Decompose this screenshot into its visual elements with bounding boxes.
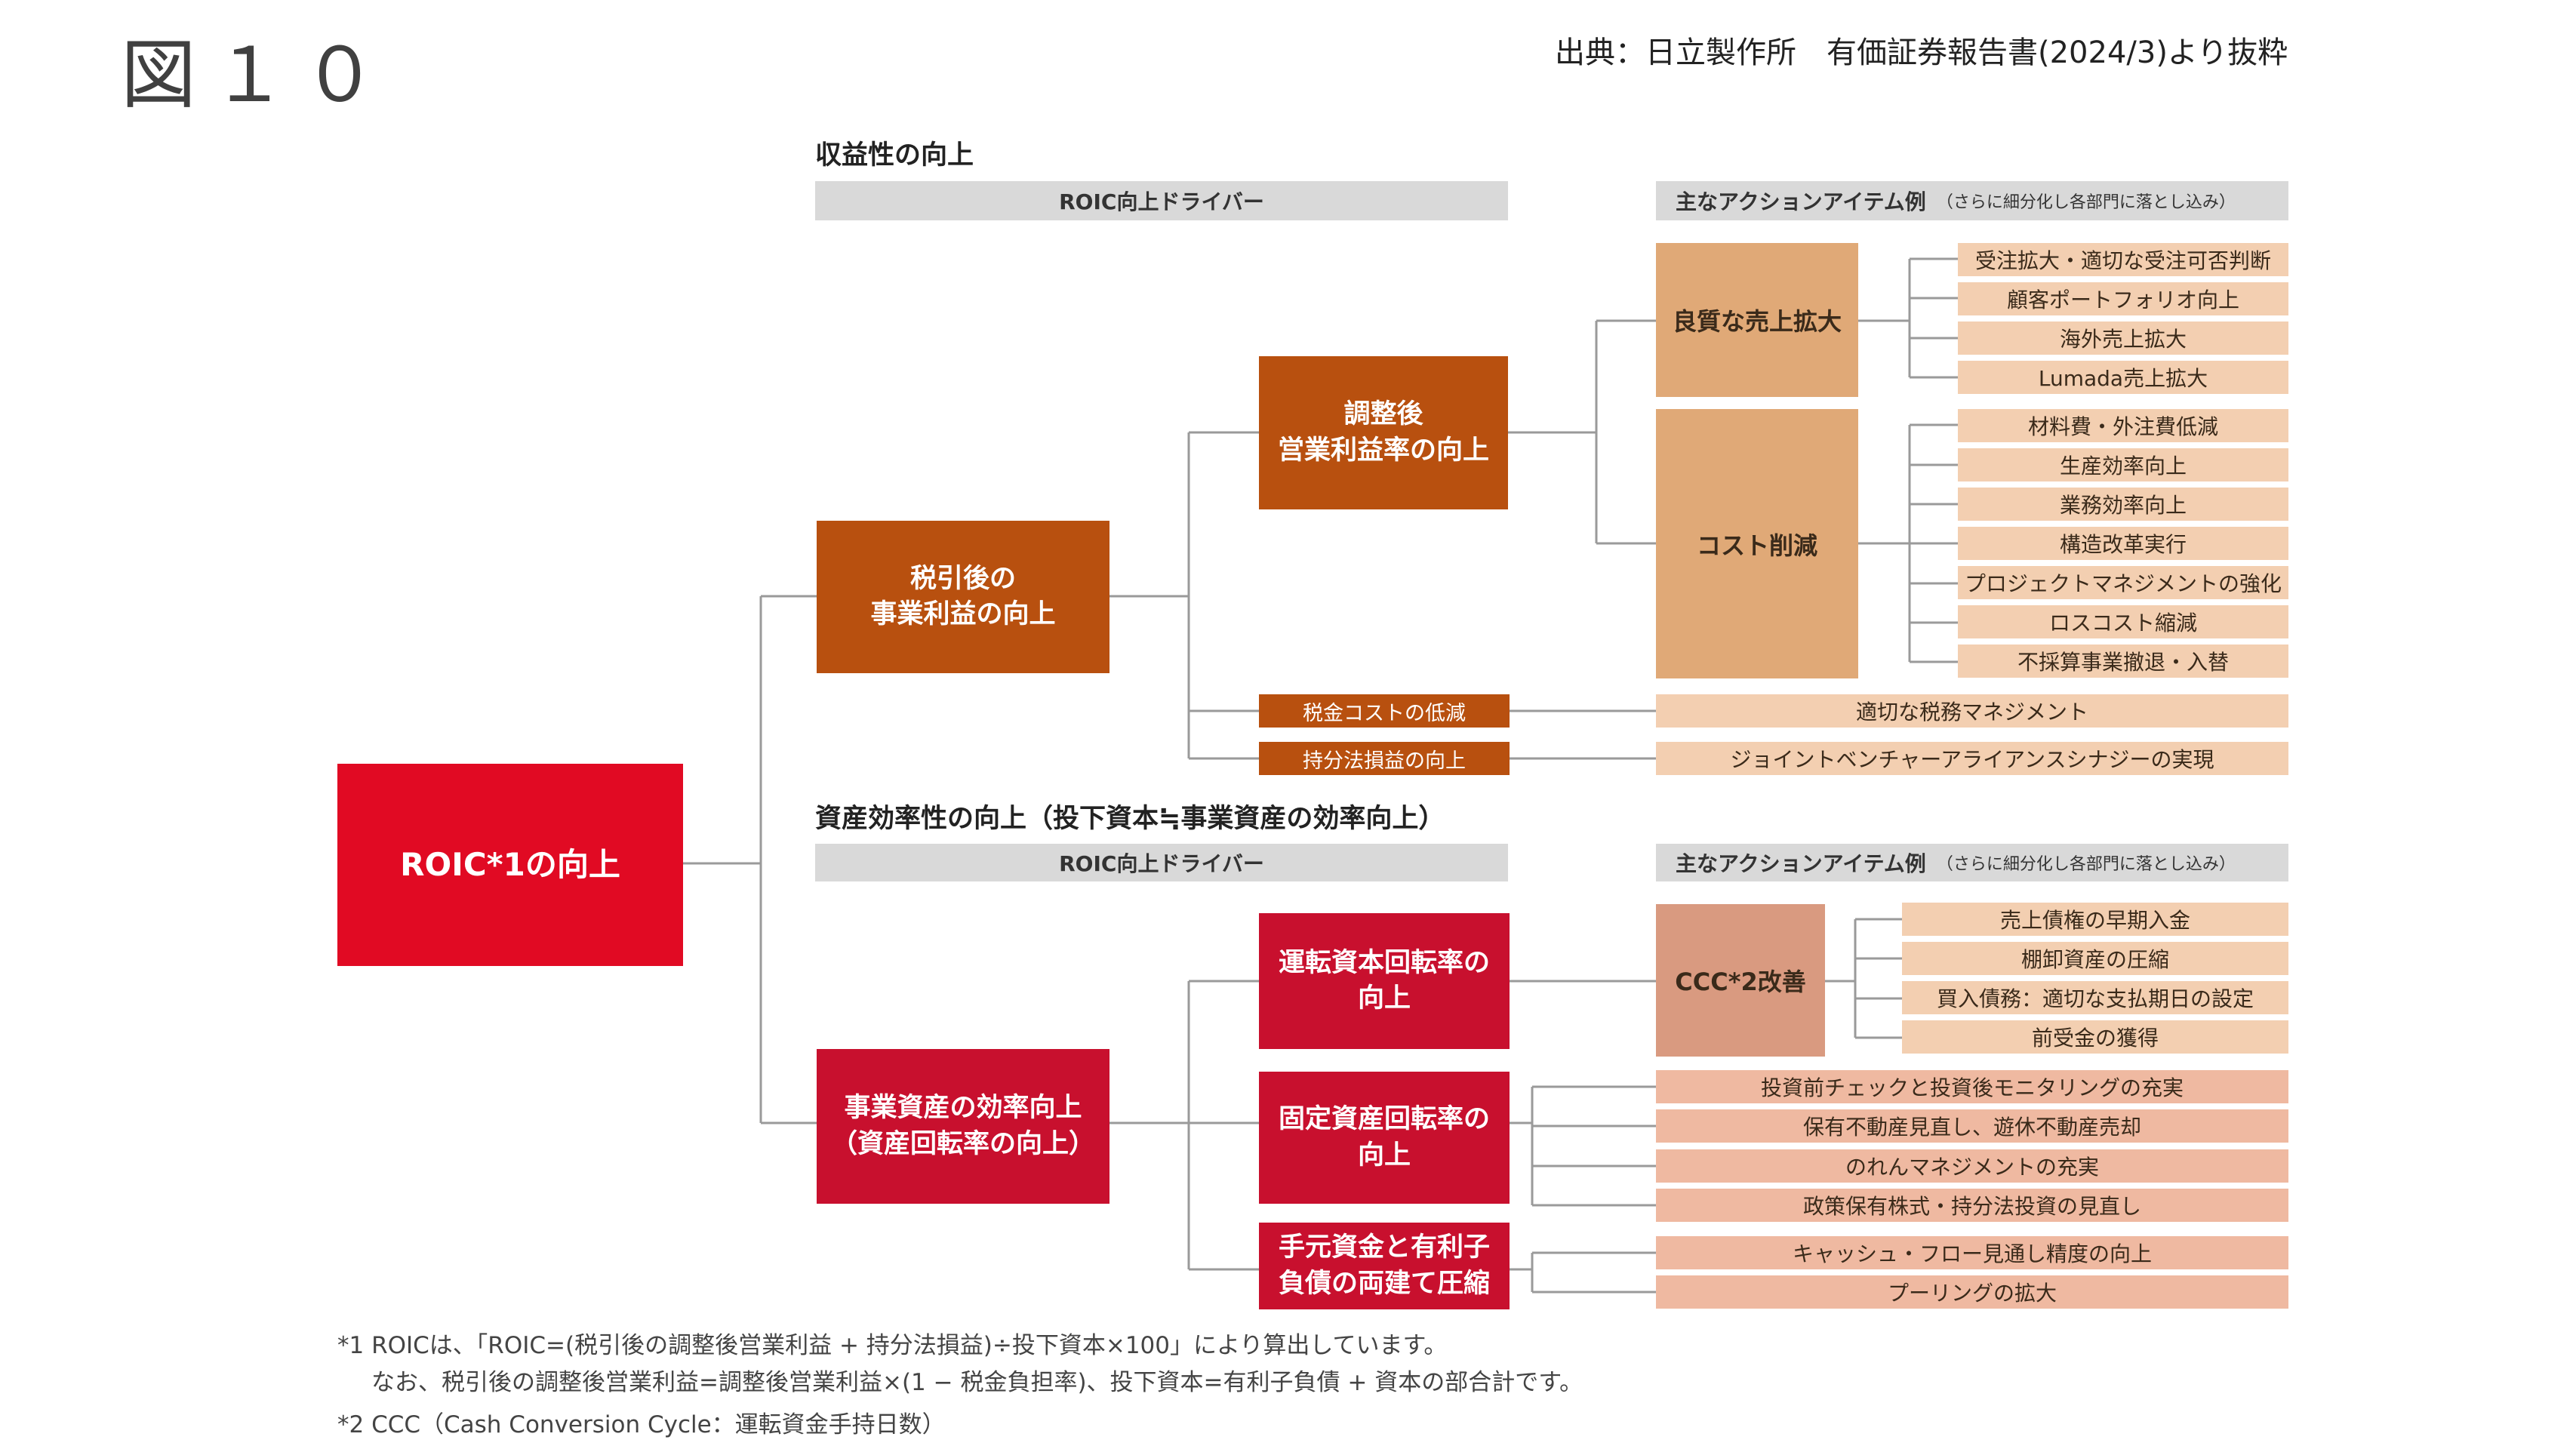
- ccc-improvement-node: CCC*2改善: [1656, 904, 1825, 1057]
- root-roic-improvement: ROIC*1の向上: [337, 764, 683, 966]
- fixed-asset-item: 政策保有株式・持分法投資の見直し: [1656, 1189, 2288, 1222]
- fixed-asset-item: のれんマネジメントの充実: [1656, 1149, 2288, 1183]
- action-items-header-label: 主なアクションアイテム例: [1676, 189, 1926, 214]
- cost-reduction-item: ロスコスト縮減: [1958, 605, 2288, 638]
- after-tax-profit-node: 税引後の 事業利益の向上: [817, 521, 1109, 673]
- action-items-header-bottom: 主なアクションアイテム例 （さらに細分化し各部門に落とし込み）: [1656, 844, 2288, 881]
- operating-margin-node: 調整後 営業利益率の向上: [1259, 356, 1508, 509]
- ccc-item: 買入債務：適切な支払期日の設定: [1902, 981, 2288, 1014]
- cost-reduction-item: 業務効率向上: [1958, 488, 2288, 521]
- footnote-1-continued: なお、税引後の調整後営業利益=調整後営業利益×(1 − 税金負担率)、投下資本=…: [371, 1369, 1583, 1396]
- cash-debt-compression-node: 手元資金と有利子 負債の両建て圧縮: [1259, 1223, 1510, 1309]
- asset-efficiency-node: 事業資産の効率向上 （資産回転率の向上）: [817, 1049, 1109, 1204]
- roic-driver-header-bottom: ROIC向上ドライバー: [815, 844, 1508, 881]
- jv-synergy-action: ジョイントベンチャーアライアンスシナジーの実現: [1656, 742, 2288, 775]
- footnote-1: *1 ROICは、「ROIC=(税引後の調整後営業利益 + 持分法損益)÷投下資…: [337, 1332, 1448, 1359]
- action-items-header-label: 主なアクションアイテム例: [1676, 851, 1926, 876]
- equity-method-node: 持分法損益の向上: [1259, 742, 1510, 775]
- cash-item: キャッシュ・フロー見通し精度の向上: [1656, 1236, 2288, 1269]
- figure-label: 図１０: [121, 31, 392, 119]
- action-items-header-note: （さらに細分化し各部門に落とし込み）: [1936, 193, 2236, 212]
- working-capital-turnover-node: 運転資本回転率の 向上: [1259, 913, 1510, 1049]
- action-items-header-note: （さらに細分化し各部門に落とし込み）: [1936, 855, 2236, 874]
- cost-reduction-node: コスト削減: [1656, 409, 1858, 678]
- quality-sales-item: 顧客ポートフォリオ向上: [1958, 282, 2288, 315]
- cost-reduction-item: 材料費・外注費低減: [1958, 409, 2288, 442]
- ccc-item: 前受金の獲得: [1902, 1020, 2288, 1054]
- profitability-section-title: 収益性の向上: [815, 140, 974, 171]
- ccc-item: 棚卸資産の圧縮: [1902, 942, 2288, 975]
- quality-sales-item: Lumada売上拡大: [1958, 361, 2288, 394]
- cost-reduction-item: 構造改革実行: [1958, 527, 2288, 560]
- quality-sales-item: 受注拡大・適切な受注可否判断: [1958, 243, 2288, 276]
- cash-item: プーリングの拡大: [1656, 1275, 2288, 1309]
- fixed-asset-item: 保有不動産見直し、遊休不動産売却: [1656, 1109, 2288, 1143]
- footnote-2: *2 CCC（Cash Conversion Cycle：運転資金手持日数）: [337, 1411, 946, 1438]
- action-items-header-top: 主なアクションアイテム例 （さらに細分化し各部門に落とし込み）: [1656, 181, 2288, 220]
- quality-sales-node: 良質な売上拡大: [1656, 243, 1858, 397]
- tax-management-action: 適切な税務マネジメント: [1656, 694, 2288, 728]
- fixed-asset-turnover-node: 固定資産回転率の 向上: [1259, 1072, 1510, 1204]
- tax-cost-node: 税金コストの低減: [1259, 694, 1510, 728]
- cost-reduction-item: 不採算事業撤退・入替: [1958, 645, 2288, 678]
- cost-reduction-item: 生産効率向上: [1958, 448, 2288, 481]
- ccc-item: 売上債権の早期入金: [1902, 903, 2288, 936]
- source-citation: 出典：日立製作所 有価証券報告書(2024/3)より抜粋: [1555, 35, 2288, 70]
- fixed-asset-item: 投資前チェックと投資後モニタリングの充実: [1656, 1070, 2288, 1103]
- quality-sales-item: 海外売上拡大: [1958, 321, 2288, 355]
- asset-efficiency-section-title: 資産効率性の向上（投下資本≒事業資産の効率向上）: [815, 804, 1445, 834]
- roic-driver-header-top: ROIC向上ドライバー: [815, 181, 1508, 220]
- cost-reduction-item: プロジェクトマネジメントの強化: [1958, 566, 2288, 599]
